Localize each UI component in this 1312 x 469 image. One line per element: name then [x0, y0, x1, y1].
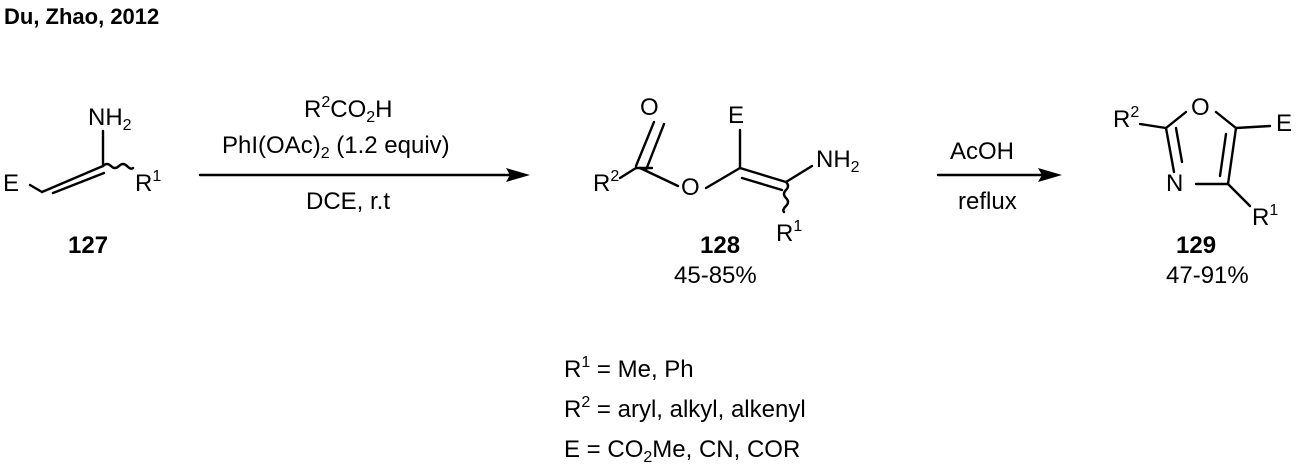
legend-r2: R2 = aryl, alkyl, alkenyl	[564, 394, 806, 423]
legend-r1: R1 = Me, Ph	[564, 354, 694, 383]
compound-128-ester-o: O	[681, 174, 700, 201]
compound-128-r2: R2	[593, 168, 620, 197]
legend-e: E = CO2Me, CN, COR	[564, 436, 801, 466]
compound-129-e: E	[1276, 110, 1293, 137]
compound-129-r1: R1	[1252, 202, 1279, 231]
compound-128-r1: R1	[776, 218, 803, 247]
compound-129-ring-o: O	[1191, 94, 1210, 121]
reaction-arrow-1	[198, 168, 530, 182]
step1-reagent-acid: R2CO2H	[304, 94, 393, 126]
compound-128-yield: 45-85%	[674, 262, 757, 289]
compound-129-yield: 47-91%	[1166, 262, 1249, 289]
step1-reagent-oxidant: PhI(OAc)2 (1.2 equiv)	[222, 132, 450, 162]
compound-128-e: E	[728, 102, 745, 129]
step1-conditions: DCE, r.t	[306, 188, 391, 215]
compound-129-label: 129	[1176, 232, 1217, 259]
compound-128-carbonyl-o: O	[640, 94, 659, 121]
step2-reagent: AcOH	[950, 138, 1015, 165]
compound-127-label: 127	[68, 232, 109, 259]
compound-127-e: E	[3, 170, 20, 197]
compound-129-r2: R2	[1113, 104, 1140, 133]
compound-127-bonds	[28, 129, 135, 195]
compound-127-nh2: NH2	[88, 104, 132, 134]
step2-conditions: reflux	[958, 188, 1017, 215]
compound-127-r1: R1	[135, 168, 162, 197]
compound-128-label: 128	[700, 232, 741, 259]
compound-128-nh2: NH2	[816, 146, 860, 176]
compound-128-bonds	[618, 120, 814, 214]
reaction-arrow-2	[936, 168, 1062, 182]
compound-129-ring-n: N	[1166, 170, 1184, 197]
citation-title: Du, Zhao, 2012	[4, 4, 160, 29]
compound-129-bonds	[1138, 110, 1272, 208]
